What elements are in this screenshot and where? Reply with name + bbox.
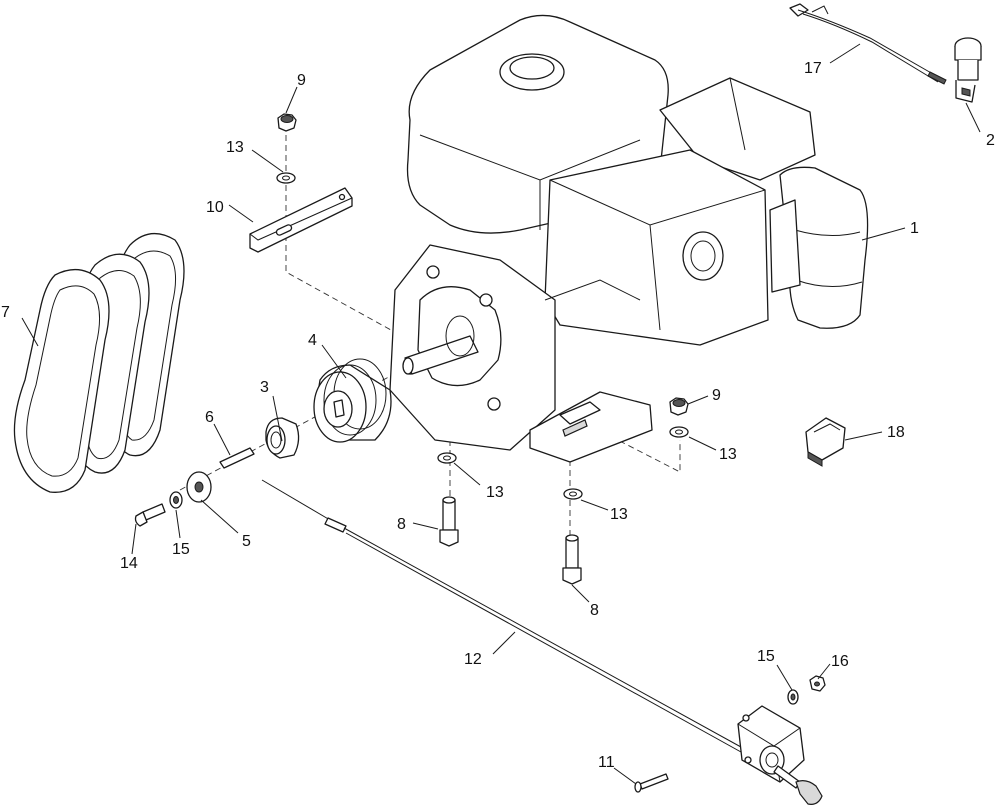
callout-7: 7 — [1, 304, 10, 321]
lock-washers — [169, 491, 799, 705]
callout-15-a: 15 — [172, 541, 190, 558]
callout-4: 4 — [308, 332, 317, 349]
shaft-key — [219, 447, 255, 469]
callout-2: 2 — [986, 132, 995, 149]
v-belts — [13, 233, 185, 493]
callout-8-a: 8 — [397, 516, 406, 533]
callout-5: 5 — [242, 533, 251, 550]
callout-11: 11 — [598, 754, 615, 771]
flat-washer — [186, 471, 212, 503]
engine — [389, 14, 869, 463]
callout-17: 17 — [804, 60, 822, 77]
pulley-bolt — [134, 503, 166, 527]
callout-9-a: 9 — [297, 72, 306, 89]
small-nut — [809, 675, 826, 692]
throttle-control — [737, 705, 823, 805]
bracket-clip — [805, 417, 846, 467]
mounting-screw — [634, 773, 669, 793]
lock-nut-right — [669, 397, 689, 416]
callout-13-c: 13 — [486, 484, 504, 501]
callout-12: 12 — [464, 651, 482, 668]
taper-bushing — [265, 417, 300, 459]
pulley — [313, 358, 392, 443]
callout-18: 18 — [887, 424, 905, 441]
callout-6: 6 — [205, 409, 214, 426]
bolts — [439, 496, 582, 585]
bracket-plate — [249, 187, 353, 253]
callout-numbers: 1 2 3 4 5 6 7 8 8 9 9 10 11 12 13 13 13 … — [1, 60, 995, 771]
kill-switch — [954, 37, 982, 103]
callout-13-b: 13 — [719, 446, 737, 463]
wire-harness — [789, 3, 947, 85]
callout-14: 14 — [120, 555, 138, 572]
leader-lines — [21, 43, 981, 785]
callout-3: 3 — [260, 379, 269, 396]
callout-16: 16 — [831, 653, 849, 670]
callout-13-d: 13 — [610, 506, 628, 523]
callout-13-a: 13 — [226, 139, 244, 156]
callout-9-b: 9 — [712, 387, 721, 404]
callout-10: 10 — [206, 199, 224, 216]
washers — [276, 172, 689, 500]
callout-15-b: 15 — [757, 648, 775, 665]
callout-1: 1 — [910, 220, 919, 237]
callout-8-b: 8 — [590, 602, 599, 619]
lock-nut-top — [277, 113, 297, 132]
throttle-cable — [261, 479, 751, 758]
